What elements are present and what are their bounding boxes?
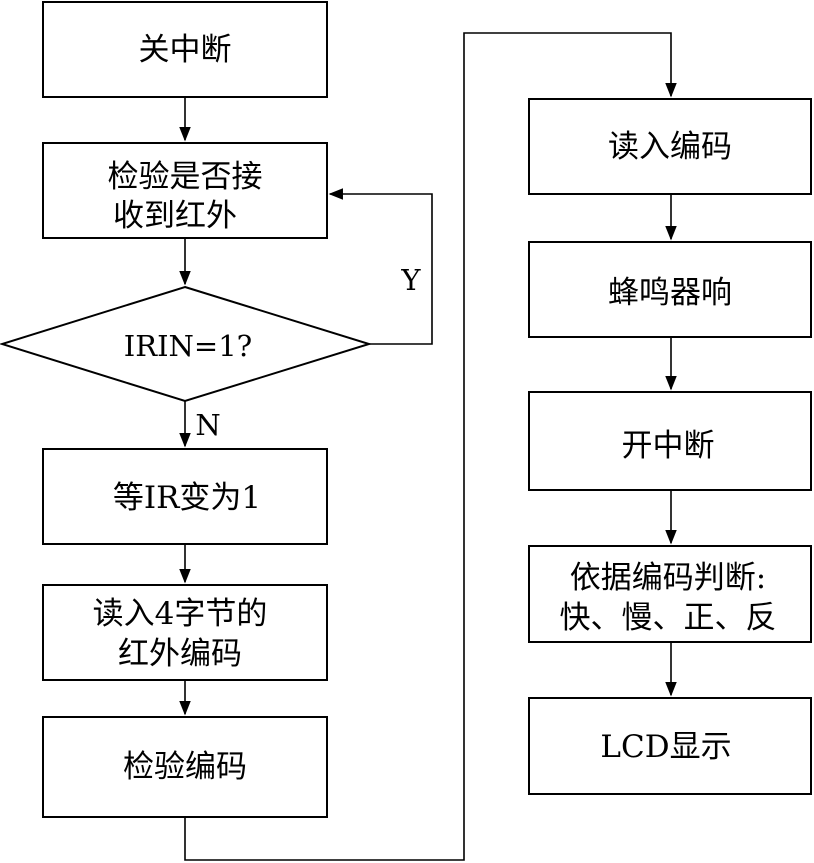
node-enable-interrupt-label: 开中断: [622, 428, 715, 464]
node-wait-ir: 等IR变为1: [42, 448, 328, 545]
node-decision: IRIN=1?: [0, 285, 373, 403]
edge-verify-to-readcode: [184, 32, 677, 861]
node-read-4bytes-label-line2: 红外编码: [118, 636, 242, 672]
node-read-4bytes: 读入4字节的 红外编码: [42, 584, 328, 681]
node-judge-code-label-line1: 依据编码判断:: [570, 560, 766, 596]
node-buzzer-label: 蜂鸣器响: [608, 275, 732, 311]
node-judge-code-label-line2: 快、慢、正、反: [560, 600, 777, 636]
node-check-ir-label-line1: 检验是否接: [108, 159, 263, 195]
edge-yes-label: Y: [400, 263, 421, 297]
node-check-ir: 检验是否接 收到红外: [42, 142, 328, 239]
node-read-code: 读入编码: [528, 98, 812, 195]
node-read-code-label: 读入编码: [608, 129, 732, 165]
node-check-ir-label-line2: 收到红外: [113, 198, 237, 234]
node-judge-code: 依据编码判断: 快、慢、正、反: [528, 545, 812, 643]
node-enable-interrupt: 开中断: [528, 391, 812, 491]
node-disable-interrupt-label: 关中断: [139, 32, 232, 68]
node-wait-ir-label: 等IR变为1: [113, 480, 261, 516]
edge-no-label: N: [195, 408, 220, 442]
node-lcd-display: LCD显示: [528, 697, 812, 795]
node-buzzer: 蜂鸣器响: [528, 241, 812, 338]
node-verify-code-label: 检验编码: [123, 749, 247, 785]
edge-decision-yes-loop: [328, 188, 433, 345]
node-verify-code: 检验编码: [42, 716, 328, 818]
node-decision-label: IRIN=1?: [124, 329, 252, 363]
node-lcd-display-label: LCD显示: [600, 729, 731, 765]
node-read-4bytes-label-line1: 读入4字节的: [93, 596, 268, 632]
node-disable-interrupt: 关中断: [42, 1, 328, 98]
